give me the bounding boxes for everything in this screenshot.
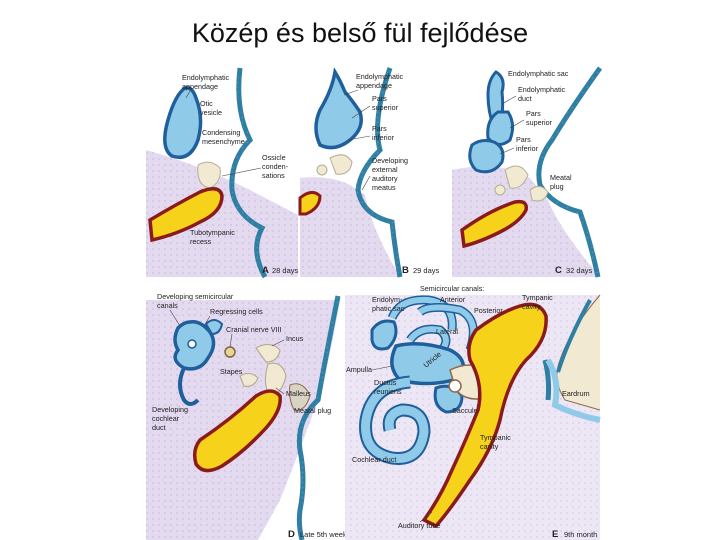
panel-b-letter: B	[402, 265, 409, 276]
label-tympanic-cavity-bottom-e: Tympanic	[480, 433, 511, 442]
label-endolymphatic-appendage-a: Endolymphatic	[182, 73, 230, 82]
cranial-nerve-d	[225, 347, 235, 357]
svg-text:duct: duct	[152, 423, 166, 432]
panel-b-age: 29 days	[413, 266, 440, 275]
label-ampulla-e: Ampulla	[346, 365, 372, 374]
svg-text:conden-: conden-	[262, 162, 289, 171]
svg-text:duct: duct	[518, 94, 532, 103]
pars-inferior-c	[470, 141, 503, 172]
svg-text:auditory: auditory	[372, 174, 398, 183]
label-endolymphatic-sac-e: Endolym-	[372, 295, 403, 304]
label-stapes-d: Stapes	[220, 367, 243, 376]
svg-text:meatus: meatus	[372, 183, 396, 192]
label-endolymphatic-sac-c: Endolymphatic sac	[508, 69, 569, 78]
label-semicircular-canals-e: Semicircular canals:	[420, 284, 484, 293]
panel-b: Endolymphatic appendage Pars superior Pa…	[300, 68, 440, 277]
panel-c-age: 32 days	[566, 266, 593, 275]
panel-e-age: 9th month	[564, 530, 597, 539]
panel-d-age: Late 5th week	[300, 530, 347, 539]
label-endolymphatic-appendage-b: Endolymphatic	[356, 72, 404, 81]
svg-text:cavity: cavity	[522, 302, 541, 311]
panel-d-letter: D	[288, 529, 295, 540]
label-cochlear-duct-e: Cochlear duct	[352, 455, 396, 464]
panel-a-letter: A	[262, 265, 269, 276]
panel-e: Semicircular canals: Anterior Posterior …	[345, 284, 600, 540]
label-anterior-e: Anterior	[440, 295, 466, 304]
label-pars-inferior-b: Pars	[372, 124, 387, 133]
label-eardrum-e: Eardrum	[562, 389, 590, 398]
endolymphatic-sac-e	[372, 321, 396, 349]
label-posterior-e: Posterior	[474, 306, 503, 315]
label-malleus-d: Malleus	[286, 389, 311, 398]
label-condensing-mesenchyme-a: Condensing	[202, 128, 240, 137]
label-developing-meatus-b: Developing	[372, 156, 408, 165]
svg-text:phatic sac: phatic sac	[372, 304, 405, 313]
label-developing-canals-d: Developing semicircular	[157, 292, 234, 301]
svg-text:external: external	[372, 165, 398, 174]
panel-d: Developing semicircular canals Regressin…	[146, 292, 347, 540]
label-pars-inferior-c: Pars	[516, 135, 531, 144]
label-auditory-tube-e: Auditory tube	[398, 521, 440, 530]
label-ductus-reuniens-e: Ductus	[374, 378, 397, 387]
svg-text:vesicle: vesicle	[200, 108, 222, 117]
svg-text:mesenchyme: mesenchyme	[202, 137, 245, 146]
svg-text:superior: superior	[526, 118, 553, 127]
label-lateral-e: Lateral	[436, 327, 458, 336]
panel-e-letter: E	[552, 529, 558, 540]
label-endolymphatic-duct-c: Endolymphatic	[518, 85, 566, 94]
svg-text:canals: canals	[157, 301, 178, 310]
label-saccule-e: Saccule	[452, 406, 478, 415]
svg-text:sations: sations	[262, 171, 285, 180]
label-ossicle-condensations-a: Ossicle	[262, 153, 286, 162]
svg-text:cavity: cavity	[480, 442, 499, 451]
label-meatal-plug-c: Meatal	[550, 173, 572, 182]
svg-text:appendage: appendage	[356, 81, 392, 90]
label-tubotympanic-recess-a: Tubotympanic	[190, 228, 235, 237]
label-meatal-plug-d: Meatal plug	[294, 406, 331, 415]
label-pars-superior-c: Pars	[526, 109, 541, 118]
svg-text:cochlear: cochlear	[152, 414, 180, 423]
pars-superior-c	[488, 112, 513, 145]
svg-text:plug: plug	[550, 182, 564, 191]
svg-text:superior: superior	[372, 103, 399, 112]
svg-text:inferior: inferior	[516, 144, 539, 153]
otic-vesicle-b	[316, 72, 361, 148]
svg-text:inferior: inferior	[372, 133, 395, 142]
svg-text:appendage: appendage	[182, 82, 218, 91]
label-cranial-nerve-d: Cranial nerve VIII	[226, 325, 282, 334]
svg-text:recess: recess	[190, 237, 212, 246]
label-otic-vesicle-a: Otic	[200, 99, 213, 108]
svg-text:reuniens: reuniens	[374, 387, 402, 396]
panel-c-letter: C	[555, 265, 562, 276]
label-cochlear-duct-d: Developing	[152, 405, 188, 414]
panel-c: Endolymphatic sac Endolymphatic duct Par…	[452, 68, 600, 277]
label-pars-superior-b: Pars	[372, 94, 387, 103]
label-regressing-cells-d: Regressing cells	[210, 307, 263, 316]
panel-a: Endolymphatic appendage Otic vesicle Con…	[146, 67, 299, 277]
label-incus-d: Incus	[286, 334, 304, 343]
panel-a-age: 28 days	[272, 266, 299, 275]
label-tympanic-cavity-top-e: Tympanic	[522, 293, 553, 302]
